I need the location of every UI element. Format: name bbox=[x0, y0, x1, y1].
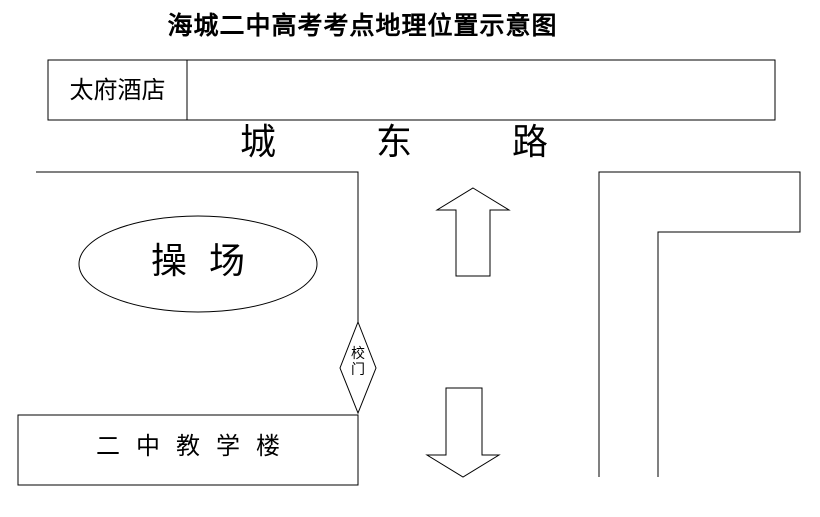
top-road-block bbox=[47, 59, 776, 121]
right-block bbox=[598, 171, 801, 477]
hotel-label: 太府酒店 bbox=[69, 76, 166, 104]
school-boundary bbox=[36, 171, 359, 322]
building-label: 二中教学楼 bbox=[96, 432, 296, 460]
playground-ellipse bbox=[78, 215, 318, 313]
gate-label: 校门 bbox=[351, 346, 365, 378]
playground-label: 操场 bbox=[150, 241, 267, 282]
school-gate bbox=[339, 320, 377, 415]
road-label: 城东路 bbox=[240, 122, 649, 163]
down-arrow-icon bbox=[425, 387, 501, 478]
teaching-building bbox=[17, 414, 359, 486]
up-arrow-icon bbox=[435, 187, 511, 277]
page-title: 海城二中高考考点地理位置示意图 bbox=[167, 11, 558, 40]
